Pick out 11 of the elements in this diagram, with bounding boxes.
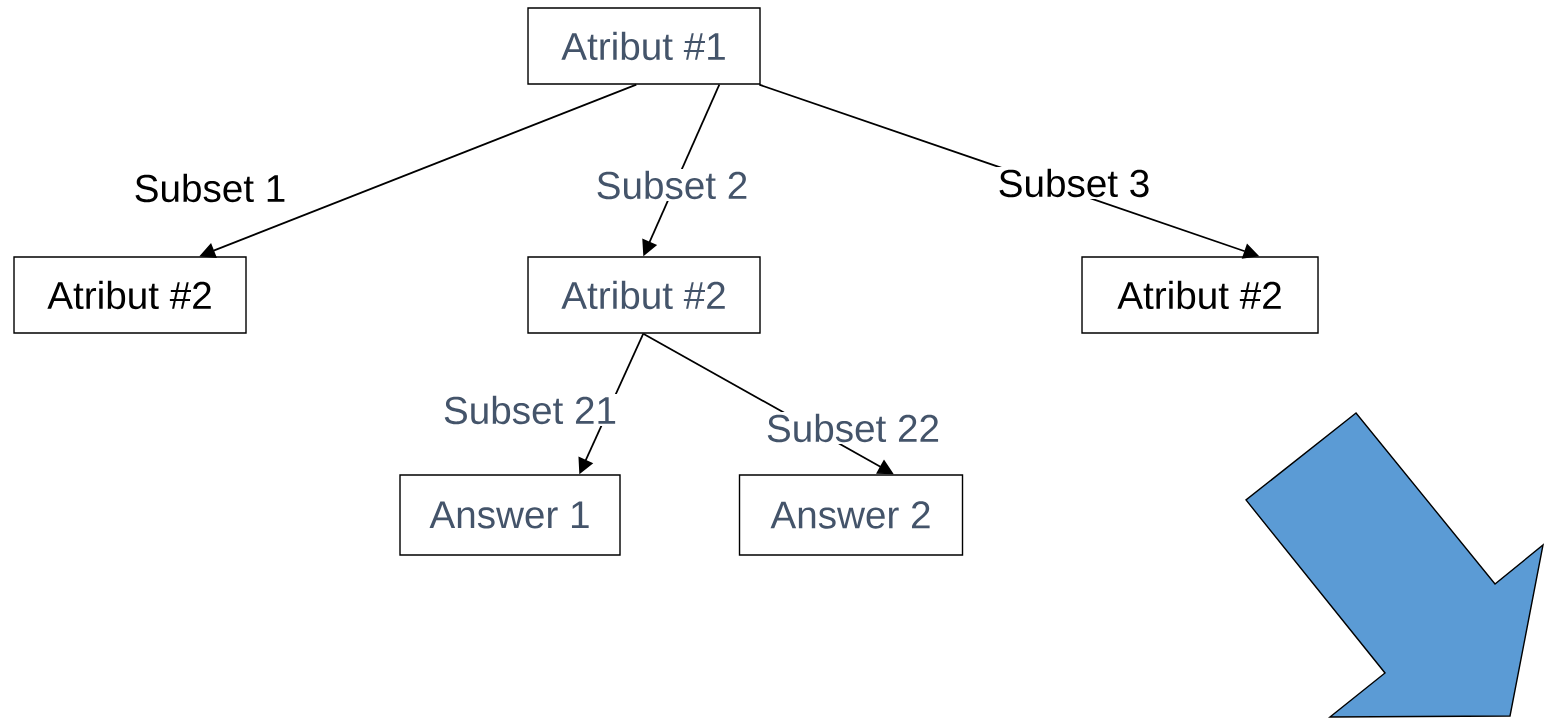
box: Atribut #2: [527, 256, 761, 334]
edge-label: Subset 2: [593, 169, 751, 201]
box: Answer 1: [399, 474, 621, 556]
box: Atribut #1: [527, 7, 761, 85]
box: Atribut #2: [13, 256, 247, 334]
edge-label: Subset 21: [441, 394, 619, 426]
edge-label: Subset 3: [995, 167, 1153, 199]
box: Atribut #2: [1081, 256, 1319, 334]
box: Answer 2: [738, 474, 964, 556]
edge-label: Subset 1: [131, 172, 289, 204]
edge-label: Subset 22: [764, 412, 942, 444]
